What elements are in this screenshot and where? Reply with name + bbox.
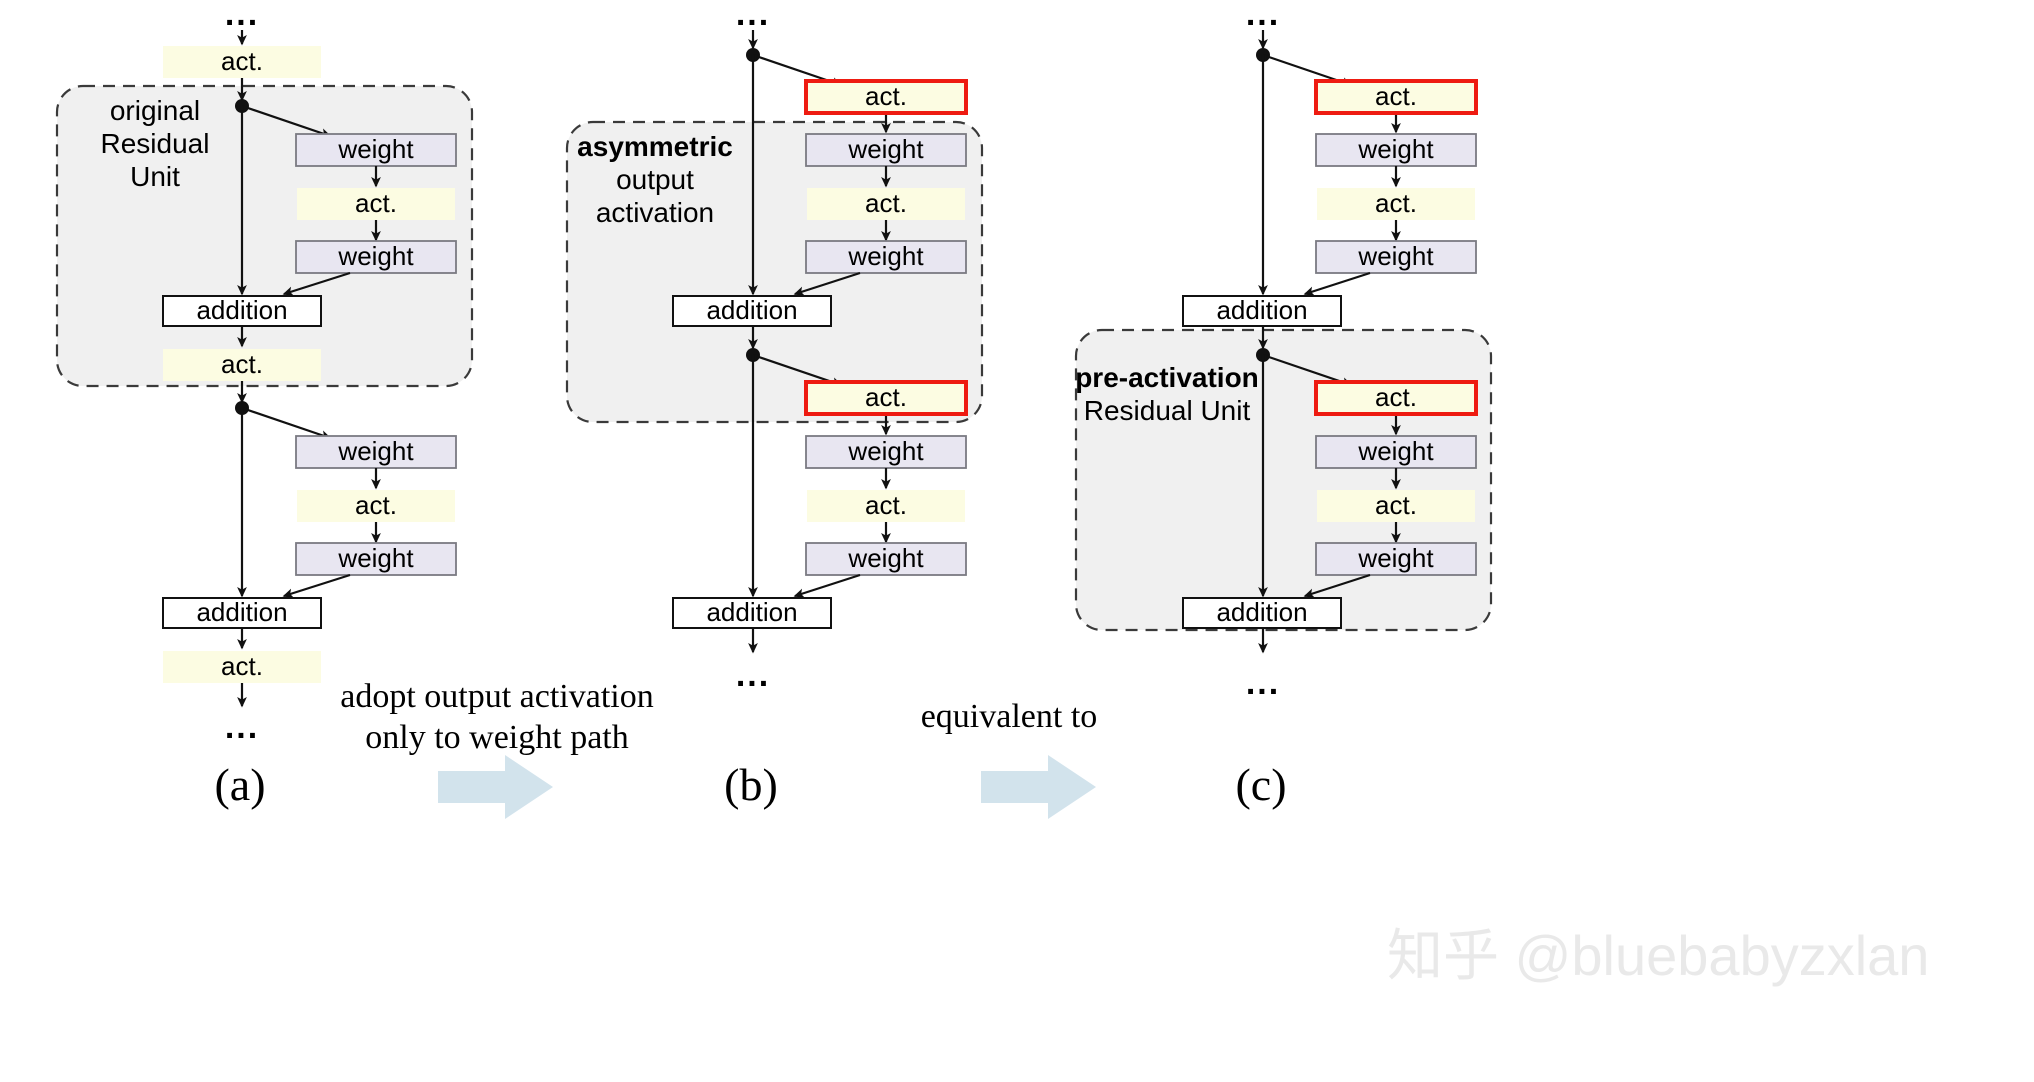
panel-b-act-0-label: act. xyxy=(865,81,907,111)
panel-a-act-4-label: act. xyxy=(221,651,263,681)
transition-a-to-b: adopt output activation only to weight p… xyxy=(340,678,654,819)
panel-c-weight-2-label: weight xyxy=(1357,436,1434,466)
panel-c-weight-1-label: weight xyxy=(1357,241,1434,271)
panel-c-weight-1 xyxy=(1315,240,1477,274)
transition-a-to-b-caption-line-0: adopt output activation xyxy=(340,678,654,715)
panel-a-weight-2-label: weight xyxy=(337,436,414,466)
panel-c-addition-1-label: addition xyxy=(1216,597,1307,627)
panel-b-group-label-line-2: activation xyxy=(596,197,714,228)
panel-a-act-1 xyxy=(297,188,455,220)
watermark: 知乎 @bluebabyzxlan xyxy=(1387,924,1929,987)
panel-b-weight-3 xyxy=(805,542,967,576)
panel-a-weight-1 xyxy=(295,240,457,274)
panel-a-weight-0-label: weight xyxy=(337,134,414,164)
panel-b-addition-1-label: addition xyxy=(706,597,797,627)
panel-b-addition-0-label: addition xyxy=(706,295,797,325)
panel-b-letter: (b) xyxy=(724,759,778,810)
panel-c-addition-1 xyxy=(1182,597,1342,629)
panel-c-act-0-highlighted xyxy=(1314,79,1478,115)
panel-b-weight-0-label: weight xyxy=(847,134,924,164)
transition-b-to-c: equivalent to xyxy=(921,698,1098,819)
panel-c-letter: (c) xyxy=(1235,759,1286,810)
panel-a-group-label-line-2: Unit xyxy=(130,161,180,192)
panel-a-act-0-label: act. xyxy=(221,46,263,76)
panel-b-merge-2 xyxy=(793,573,861,598)
panel-b-act-2-highlighted xyxy=(804,380,968,416)
panel-b-act-1 xyxy=(807,188,965,220)
panel-a-addition-0-label: addition xyxy=(196,295,287,325)
panel-b-weight-3-label: weight xyxy=(847,543,924,573)
panel-a-weight-1-label: weight xyxy=(337,241,414,271)
panel-b-act-0-highlighted xyxy=(804,79,968,115)
panel-a-top-ellipsis: ... xyxy=(225,0,259,33)
panel-a-act-3-label: act. xyxy=(355,490,397,520)
panel-b-addition-1 xyxy=(672,597,832,629)
panel-a-merge-1 xyxy=(282,271,351,296)
panel-b: ... act. asymmetric output activation we… xyxy=(565,0,984,810)
panel-a-branch-2 xyxy=(241,406,332,440)
panel-c-group-label-line-1: Residual Unit xyxy=(1084,395,1251,426)
panel-c-weight-0 xyxy=(1315,133,1477,167)
panel-a-act-0 xyxy=(163,46,321,78)
panel-a-act-2 xyxy=(163,349,321,381)
panel-b-group-label-line-0: asymmetric xyxy=(577,131,733,162)
panel-c-merge-2 xyxy=(1303,573,1371,598)
panel-b-bottom-ellipsis: ... xyxy=(736,656,770,694)
panel-c-weight-3-label: weight xyxy=(1357,543,1434,573)
panel-a-branch-1 xyxy=(241,104,332,138)
panel-c-top-ellipsis: ... xyxy=(1246,0,1280,33)
panel-c-addition-0-label: addition xyxy=(1216,295,1307,325)
panel-b-weight-1-label: weight xyxy=(847,241,924,271)
panel-c-weight-2 xyxy=(1315,435,1477,469)
panel-b-addition-0 xyxy=(672,295,832,327)
panel-c-act-3 xyxy=(1317,490,1475,522)
panel-a-act-4 xyxy=(163,651,321,683)
panel-c-act-1-label: act. xyxy=(1375,188,1417,218)
panel-a-group-label-line-0: original xyxy=(110,95,200,126)
panel-a-act-1-label: act. xyxy=(355,188,397,218)
panel-b-group-label-line-1: output xyxy=(616,164,694,195)
panel-b-weight-2 xyxy=(805,435,967,469)
transition-b-to-c-caption-line-0: equivalent to xyxy=(921,698,1098,735)
transition-a-to-b-caption-line-1: only to weight path xyxy=(365,719,628,756)
panel-a-act-3 xyxy=(297,490,455,522)
panel-a-bottom-ellipsis: ... xyxy=(225,708,259,746)
panel-c-merge-1 xyxy=(1303,271,1371,296)
panel-b-act-2-label: act. xyxy=(865,382,907,412)
panel-a-letter: (a) xyxy=(214,759,265,810)
panel-c-act-3-label: act. xyxy=(1375,490,1417,520)
panel-c-bottom-ellipsis: ... xyxy=(1246,664,1280,702)
panel-a: ... act. original Residual Unit weight a… xyxy=(55,0,474,810)
panel-a-weight-2 xyxy=(295,435,457,469)
panel-c-group-label-line-0: pre-activation xyxy=(1075,362,1259,393)
panel-b-weight-2-label: weight xyxy=(847,436,924,466)
panel-c-weight-0-label: weight xyxy=(1357,134,1434,164)
panel-a-addition-1-label: addition xyxy=(196,597,287,627)
transition-a-to-b-arrow-icon xyxy=(438,755,553,819)
panel-c: ... act. weight act. weight addition p xyxy=(1074,0,1493,810)
panel-c-act-2-label: act. xyxy=(1375,382,1417,412)
panel-a-merge-2 xyxy=(282,573,351,598)
panel-c-act-0-label: act. xyxy=(1375,81,1417,111)
panel-a-weight-3-label: weight xyxy=(337,543,414,573)
panel-b-act-3-label: act. xyxy=(865,490,907,520)
panel-a-weight-3 xyxy=(295,542,457,576)
panel-c-act-2-highlighted xyxy=(1314,380,1478,416)
panel-b-merge-1 xyxy=(793,271,861,296)
panel-c-act-1 xyxy=(1317,188,1475,220)
panel-c-weight-3 xyxy=(1315,542,1477,576)
panel-b-weight-1 xyxy=(805,240,967,274)
panel-b-act-3 xyxy=(807,490,965,522)
transition-b-to-c-arrow-icon xyxy=(981,755,1096,819)
panel-a-act-2-label: act. xyxy=(221,349,263,379)
panel-b-act-1-label: act. xyxy=(865,188,907,218)
panel-b-top-ellipsis: ... xyxy=(736,0,770,33)
panel-a-group-label-line-1: Residual xyxy=(101,128,210,159)
panel-a-addition-1 xyxy=(162,597,322,629)
